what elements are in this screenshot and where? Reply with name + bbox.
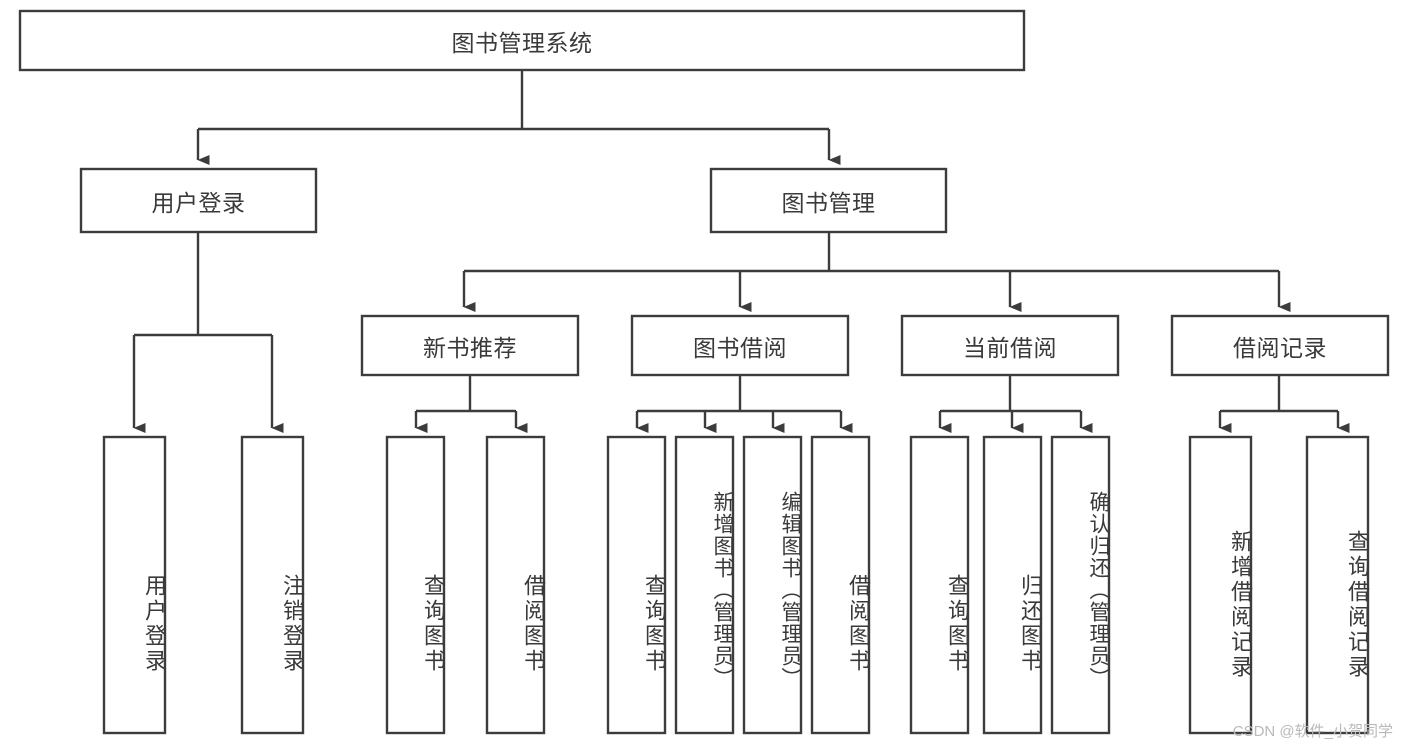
node-box-leaf-borrow-do[interactable] — [810, 435, 871, 735]
node-box-leaf-borrow-add[interactable] — [674, 435, 735, 735]
node-box-leaf-rec-search[interactable] — [1305, 435, 1370, 735]
node-box-root[interactable] — [18, 9, 1026, 72]
node-box-leaf-cur-query[interactable] — [909, 435, 970, 735]
node-box-user-login[interactable] — [79, 167, 318, 234]
node-box-borrow-record[interactable] — [1170, 314, 1390, 377]
node-box-leaf-cur-confirm[interactable] — [1050, 435, 1111, 735]
node-box-leaf-user-logout[interactable] — [240, 435, 305, 735]
node-box-leaf-borrow-edit[interactable] — [742, 435, 803, 735]
watermark-text: CSDN @软件_小贺同学 — [1232, 723, 1393, 740]
node-box-leaf-rec-add[interactable] — [1188, 435, 1253, 735]
node-box-book-borrow[interactable] — [630, 314, 850, 377]
node-box-leaf-borrow-query[interactable] — [606, 435, 667, 735]
node-box-leaf-user-login[interactable] — [102, 435, 167, 735]
node-box-book-manage[interactable] — [709, 167, 948, 234]
node-box-leaf-rec-query[interactable] — [385, 435, 446, 735]
node-box-leaf-rec-borrow[interactable] — [485, 435, 546, 735]
node-box-new-book-rec[interactable] — [360, 314, 580, 377]
node-box-leaf-cur-return[interactable] — [982, 435, 1043, 735]
node-box-current-borrow[interactable] — [900, 314, 1120, 377]
